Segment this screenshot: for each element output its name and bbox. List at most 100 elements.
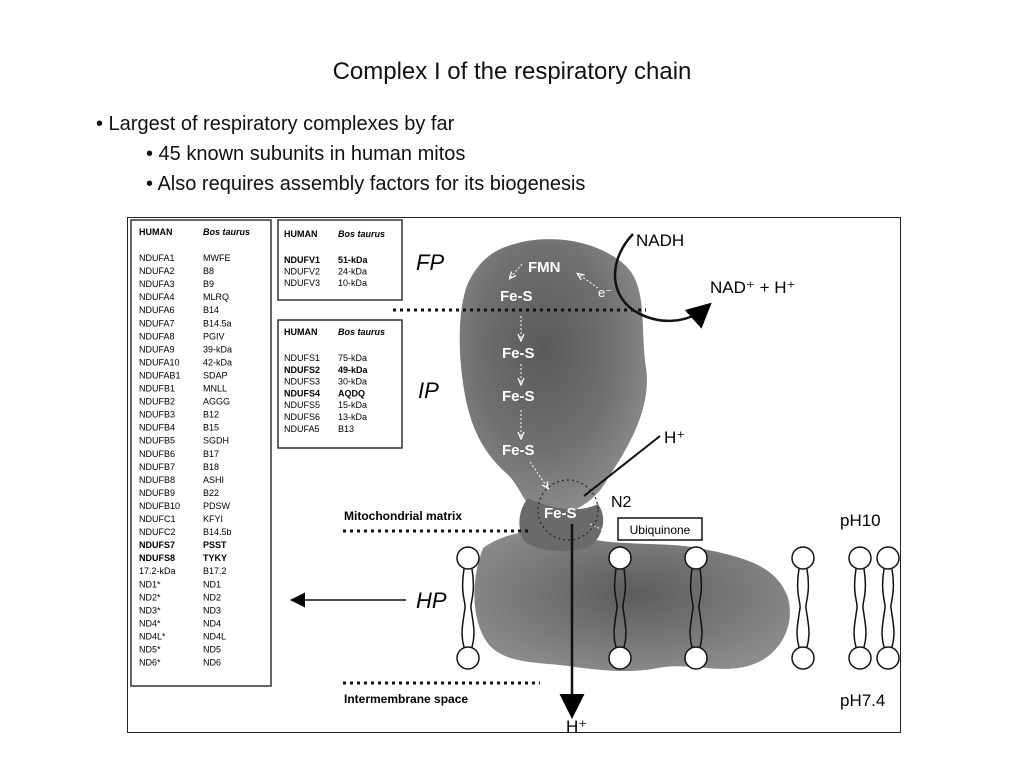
main-table-row-cell-human: NDUFA9: [139, 344, 175, 354]
ip-table-header-bos: Bos taurus: [338, 327, 385, 337]
main-table-row-cell-human: NDUFB1: [139, 384, 175, 394]
main-table-row-cell-bos: 42-kDa: [203, 357, 232, 367]
main-table-row-cell-human: NDUFB10: [139, 501, 180, 511]
ip-table-row-cell-bos: 13-kDa: [338, 412, 367, 422]
ip-table-row-cell-bos: 49-kDa: [338, 365, 369, 375]
nad-label: NAD⁺ + H⁺: [710, 278, 796, 297]
ip-table-header-human: HUMAN: [284, 327, 318, 337]
main-table-row-cell-human: NDUFA8: [139, 331, 175, 341]
matrix-label: Mitochondrial matrix: [344, 509, 462, 523]
main-table-row-cell-bos: B17: [203, 449, 219, 459]
main-table-row-cell-bos: KFYI: [203, 514, 223, 524]
main-table-row-cell-bos: B22: [203, 488, 219, 498]
main-table-row-cell-bos: B14.5b: [203, 527, 232, 537]
ip-table-row-cell-bos: AQDQ: [338, 388, 365, 398]
main-table-row-cell-human: NDUFA10: [139, 357, 180, 367]
main-table-row-cell-human: NDUFB3: [139, 410, 175, 420]
complex-i-diagram: HUMAN Bos taurus NDUFA1 MWFE NDUFA2 B8NDUFA…: [130, 219, 900, 733]
fes-cluster-3: Fe-S: [502, 388, 535, 405]
proton-line-upper: [583, 435, 661, 497]
main-table-row-cell-bos: B17.2: [203, 566, 227, 576]
main-table-row-cell-bos: ASHI: [203, 475, 224, 485]
main-table-row-cell-human: NDUFB2: [139, 397, 175, 407]
main-table-row-cell-human: NDUFS7: [139, 540, 175, 550]
n2-label: N2: [611, 494, 632, 511]
fp-table-header-bos: Bos taurus: [338, 229, 385, 239]
electron-label: e⁻: [598, 285, 612, 300]
main-table-row-cell-human: NDUFB6: [139, 449, 175, 459]
main-table-row-cell-bos: PGIV: [203, 331, 225, 341]
main-table-row-cell-human: NDUFB9: [139, 488, 175, 498]
main-table-row-cell-human: NDUFA1: [139, 253, 175, 263]
ip-table-row-cell-human: NDUFS4: [284, 388, 320, 398]
main-table-row-cell-bos: ND2: [203, 592, 221, 602]
peripheral-arm-blob: [459, 239, 647, 515]
lipid-molecule: [876, 546, 900, 670]
main-table-row-cell-bos: B8: [203, 266, 214, 276]
lipid-molecule: [608, 546, 632, 670]
ip-table-row-cell-human: NDUFS2: [284, 365, 320, 375]
hplus-top-label: H⁺: [664, 428, 685, 447]
main-table-row-cell-human: ND2*: [139, 592, 161, 602]
bullet-assembly: • Also requires assembly factors for its…: [146, 173, 586, 195]
main-table-row-cell-bos: B15: [203, 423, 219, 433]
fp-table-row-cell-bos: 24-kDa: [338, 267, 367, 277]
main-table-row-cell-bos: ND4: [203, 618, 221, 628]
ip-table-row-cell-human: NDUFS3: [284, 377, 320, 387]
main-table-row-cell-human: 17.2-kDa: [139, 566, 176, 576]
main-table-row-cell-human: NDUFA2: [139, 266, 175, 276]
main-table-row-cell-human: NDUFAB1: [139, 370, 181, 380]
main-table-row-cell-bos: ND4L: [203, 631, 226, 641]
ip-table-row-cell-bos: 15-kDa: [338, 400, 367, 410]
main-table-row-cell-human: ND4L*: [139, 631, 166, 641]
fp-label: FP: [416, 250, 444, 275]
main-table-row-cell-bos: AGGG: [203, 397, 230, 407]
main-table-row-cell-human: NDUFB7: [139, 462, 175, 472]
main-table-header-bos: Bos taurus: [203, 227, 250, 237]
ip-table-row-cell-human: NDUFS5: [284, 400, 320, 410]
main-table-row-cell-bos: B14: [203, 305, 219, 315]
main-table-row-cell-bos: B9: [203, 279, 214, 289]
fp-table-row-cell-bos: 51-kDa: [338, 255, 369, 265]
ubiquinone-box: [617, 517, 703, 541]
fmn-label: FMN: [528, 259, 561, 276]
main-table-row-cell-human: ND4*: [139, 618, 161, 628]
bullet-largest: • Largest of respiratory complexes by fa…: [96, 113, 455, 135]
main-table-row-cell-bos: MWFE: [203, 253, 231, 263]
arrow-fmn-to-fes: [510, 263, 523, 278]
main-table-row-cell-human: ND5*: [139, 645, 161, 655]
hplus-bottom-label: H⁺: [566, 717, 587, 733]
fes-cluster-4: Fe-S: [502, 442, 535, 459]
fp-table-row-cell-human: NDUFV3: [284, 278, 320, 288]
main-table-row-cell-human: NDUFC1: [139, 514, 176, 524]
ph-top-label: pH10: [840, 511, 881, 530]
main-table-row-cell-bos: ND1: [203, 579, 221, 589]
main-table-row-cell-human: NDUFB5: [139, 436, 175, 446]
main-table-row-cell-human: ND6*: [139, 658, 161, 668]
main-table-row-cell-human: NDUFA3: [139, 279, 175, 289]
ip-table-row-cell-bos: 30-kDa: [338, 377, 367, 387]
fes-cluster-2: Fe-S: [502, 345, 535, 362]
main-table-row-cell-bos: ND5: [203, 645, 221, 655]
lipid-molecule: [791, 546, 815, 670]
slide-title: Complex I of the respiratory chain: [332, 58, 692, 85]
ip-table-row-cell-human: NDUFA5: [284, 424, 320, 434]
ip-table-row-cell-bos: 75-kDa: [338, 353, 367, 363]
ip-label: IP: [418, 378, 439, 403]
main-table-row-cell-human: NDUFC2: [139, 527, 176, 537]
main-table-row-cell-human: NDUFB8: [139, 475, 175, 485]
lipid-molecule: [456, 546, 480, 670]
bullet-subunits: • 45 known subunits in human mitos: [146, 143, 466, 165]
main-table-row-cell-bos: B18: [203, 462, 219, 472]
membrane-arm-blob: [474, 530, 790, 672]
ubiquinone-label: Ubiquinone: [630, 523, 691, 537]
ip-table-row-cell-bos: B13: [338, 424, 354, 434]
n2-cluster-circle: [537, 479, 599, 541]
main-table-row-cell-bos: 39-kDa: [203, 344, 232, 354]
intermembrane-label: Intermembrane space: [344, 692, 468, 706]
main-table-row-cell-bos: PSST: [203, 540, 227, 550]
ip-table-row-cell-human: NDUFS1: [284, 353, 320, 363]
